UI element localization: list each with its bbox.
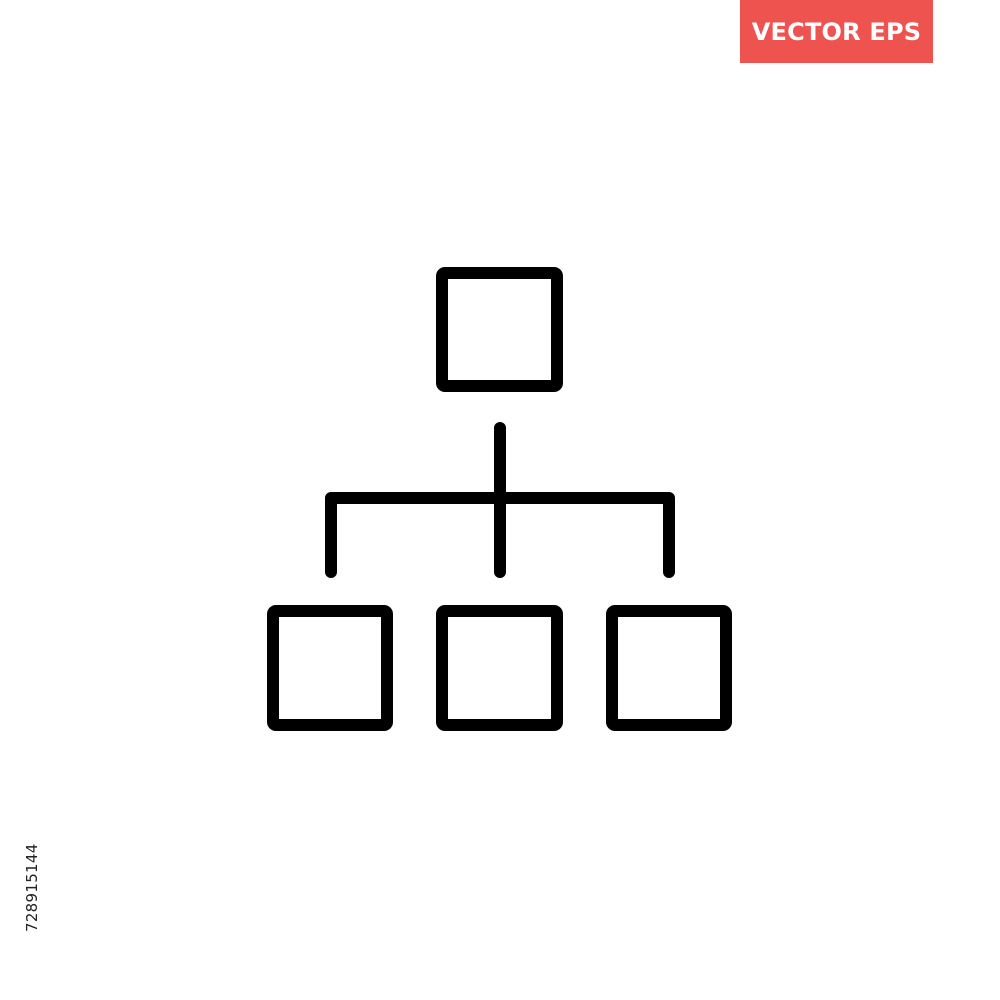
vector-eps-badge: VECTOR EPS <box>740 0 933 63</box>
child-node-square-center <box>436 605 563 731</box>
branch-line <box>325 492 675 578</box>
child-node-square-right <box>606 605 732 731</box>
top-node-square <box>436 267 563 392</box>
stock-id-label: 728915144 <box>23 843 41 932</box>
child-node-square-left <box>267 605 393 731</box>
